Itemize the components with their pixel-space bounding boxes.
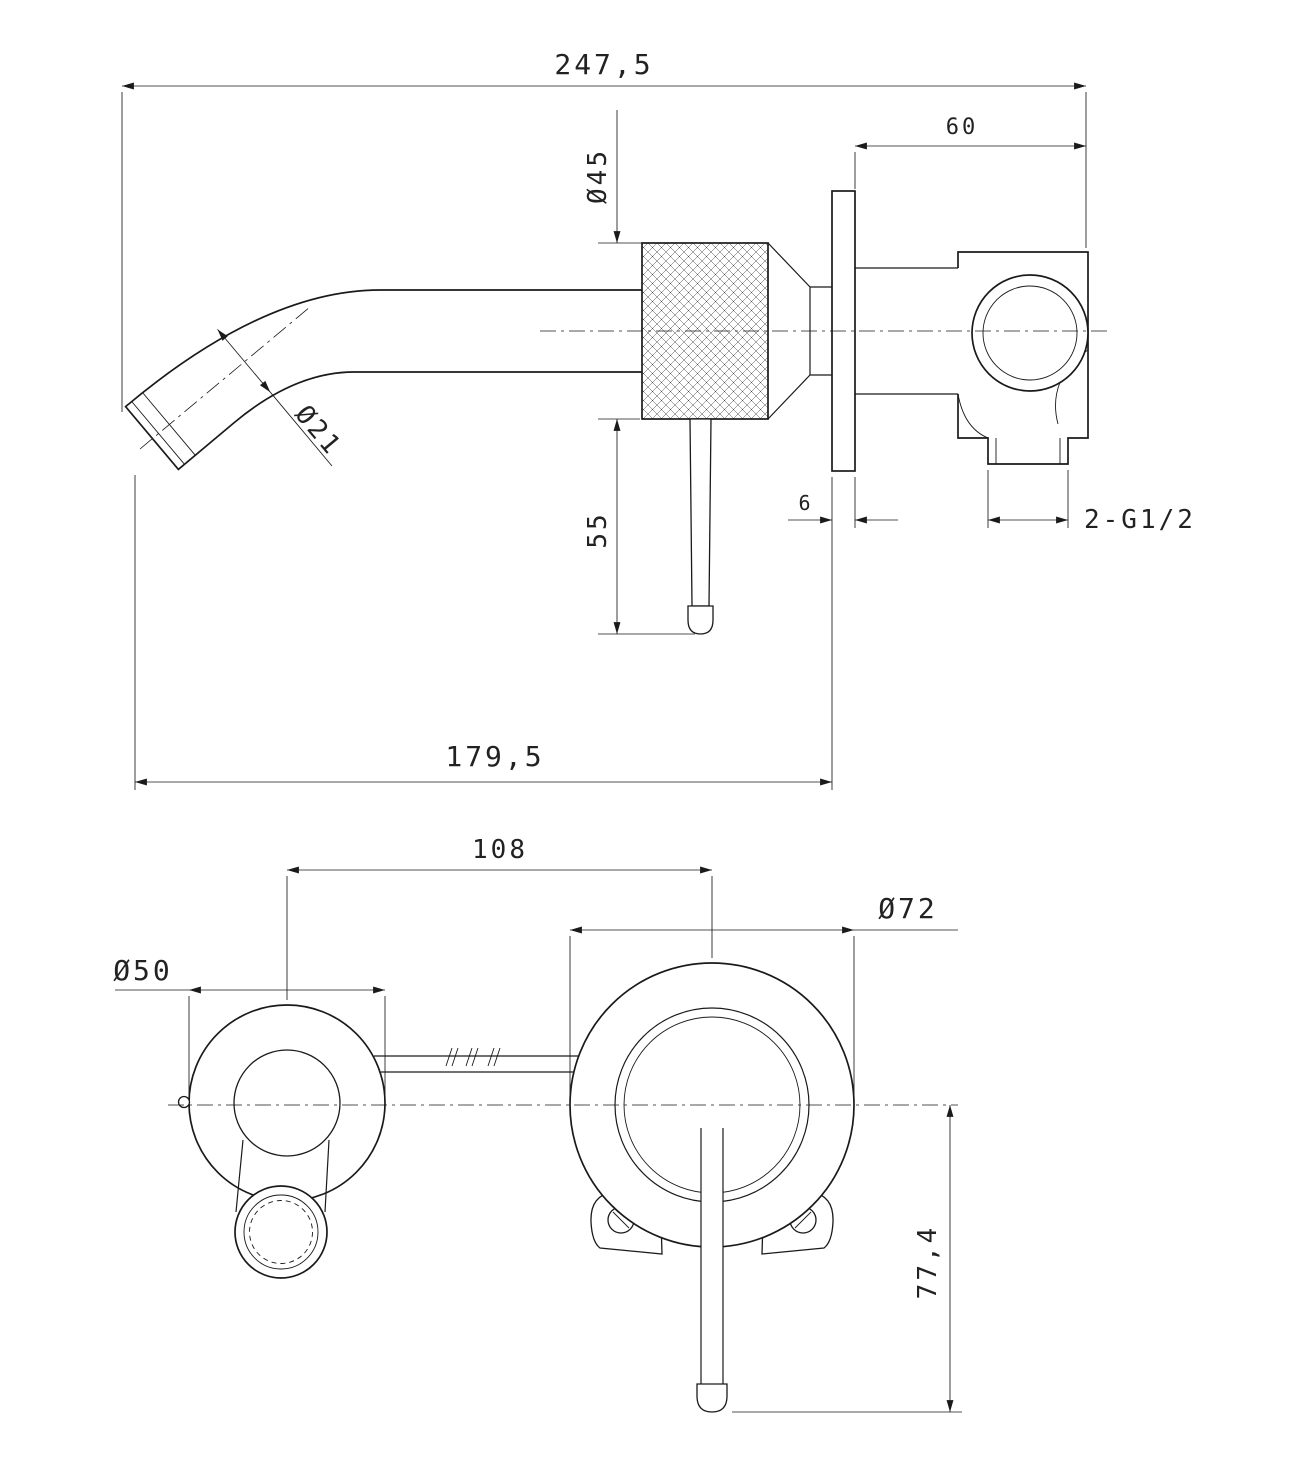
dim-spout-diameter: Ø21	[289, 400, 348, 462]
handle-stem-front	[696, 1128, 728, 1413]
spout-outlet-inner	[243, 1194, 319, 1270]
inlet-thread-lines	[995, 438, 1061, 464]
screw-slot-left	[612, 1211, 630, 1229]
connecting-pipe	[374, 1047, 579, 1073]
dim-centre-distance: 108	[472, 835, 528, 865]
dim-spout-escutcheon-diameter: Ø50	[113, 954, 173, 987]
spout-outline	[124, 289, 642, 471]
dim-handle-length: 55	[583, 511, 613, 548]
valve-port-outer	[971, 274, 1089, 392]
front-view-dimensions: 108 Ø72 Ø50 77,4	[113, 835, 962, 1413]
dim-handle-drop: 77,4	[913, 1225, 943, 1300]
front-view: 108 Ø72 Ø50 77,4	[113, 835, 962, 1413]
dim-trim-sleeve-diameter: Ø45	[583, 148, 613, 204]
dim-body-depth: 60	[946, 115, 979, 140]
dim-wall-plate-thickness: 6	[798, 491, 813, 515]
spout-outlet-thread	[249, 1200, 313, 1264]
handle-stem-side	[689, 418, 712, 607]
spout-aerator-line	[131, 401, 185, 465]
spout-tube-front	[235, 1139, 330, 1213]
spout-escutcheon-inner	[233, 1049, 341, 1157]
spout-set-screw	[177, 1095, 191, 1109]
valve-port-inner	[982, 285, 1078, 381]
side-view: 247,5 60 Ø45 55 Ø21 6	[121, 48, 1196, 790]
dim-mixer-escutcheon-diameter: Ø72	[878, 892, 938, 925]
side-view-dimensions: 247,5 60 Ø45 55 Ø21 6	[121, 48, 1196, 790]
dim-inlet-thread: 2-G1/2	[1084, 505, 1196, 535]
handle-cap-front	[696, 1383, 728, 1413]
spout-aerator-line-2	[142, 392, 196, 456]
screw-slot-right	[794, 1211, 812, 1229]
dim-spout-reach: 179,5	[445, 740, 544, 773]
spout-outlet-outer	[234, 1185, 328, 1279]
handle-cap-side	[687, 605, 714, 635]
dim-overall-width: 247,5	[554, 48, 653, 81]
pipe-break-marks	[445, 1047, 501, 1067]
cartridge-housing	[855, 267, 958, 395]
